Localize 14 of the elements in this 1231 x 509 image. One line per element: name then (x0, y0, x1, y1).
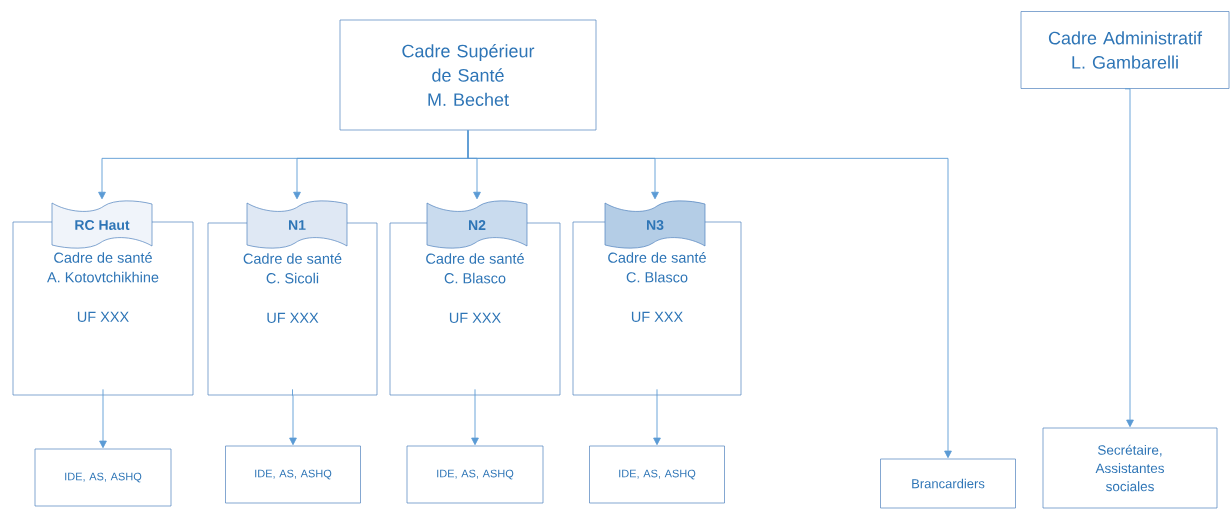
arrow (1124, 88, 1134, 428)
staff-box: IDE, AS, ASHQ (34, 448, 172, 507)
staff-box: IDE, AS, ASHQ (406, 445, 544, 504)
arrow (289, 388, 297, 446)
staff-box: IDE, AS, ASHQ (589, 445, 725, 504)
arrow (467, 129, 952, 459)
arrow (99, 388, 107, 449)
staff-box: Brancardiers (880, 458, 1016, 509)
staff-box: Secrétaire, Assistantes sociales (1042, 427, 1218, 509)
staff-box: IDE, AS, ASHQ (225, 445, 361, 504)
arrow (653, 388, 661, 446)
manager-box: Cadre Supérieur de Santé M. Bechet (339, 19, 597, 131)
arrow (471, 388, 479, 446)
manager-box: Cadre Administratif L. Gambarelli (1020, 11, 1230, 89)
